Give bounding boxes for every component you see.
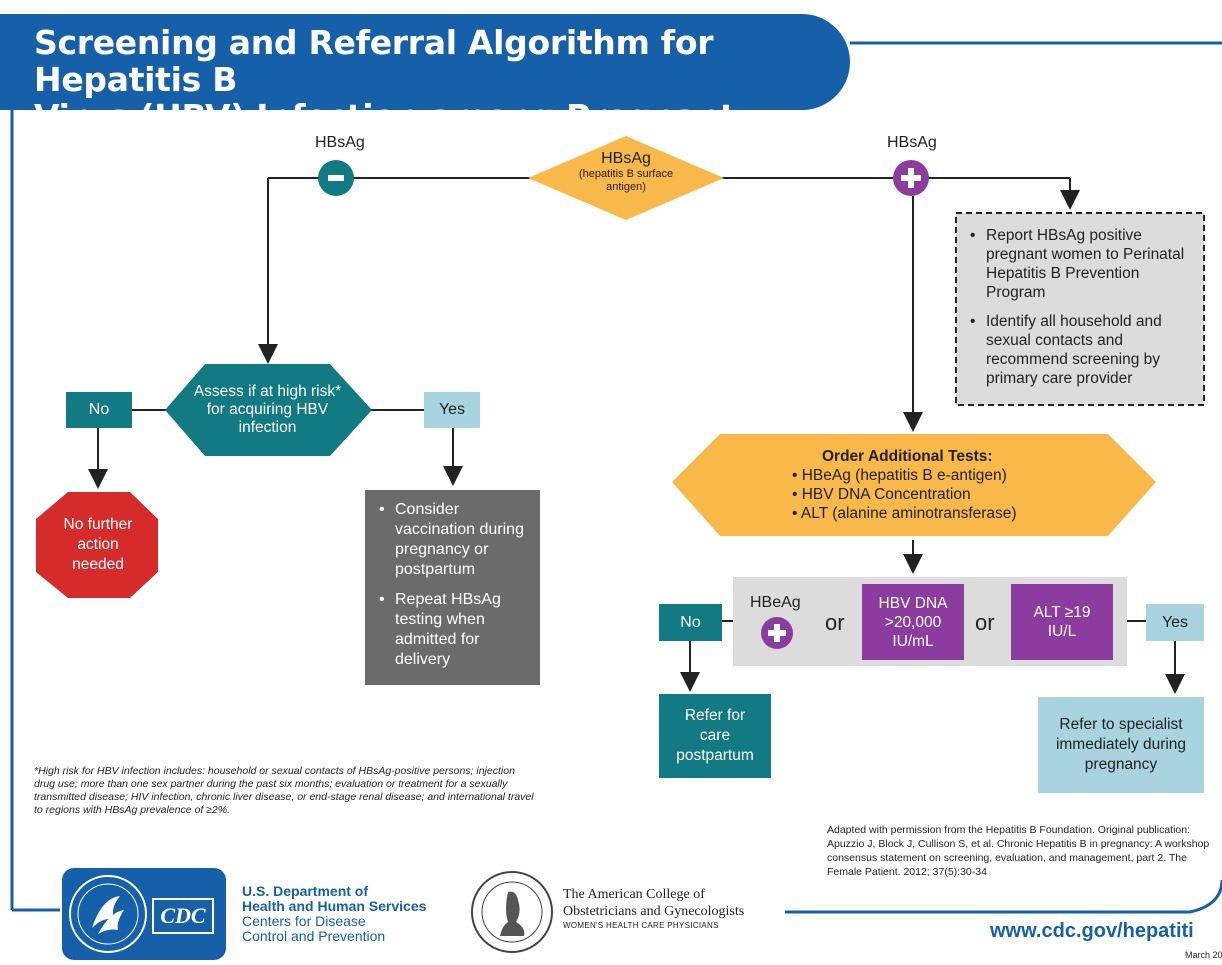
report-box: Report HBsAg positive pregnant women to … <box>968 226 1196 398</box>
consider-box: Consider vaccination during pregnancy or… <box>365 490 540 685</box>
page-title: Screening and Referral Algorithm for Hep… <box>34 24 834 172</box>
assess-hexagon <box>165 364 372 456</box>
assess-no-box: No <box>66 392 132 428</box>
adapted-credit: Adapted with permission from the Hepatit… <box>827 824 1210 878</box>
no-action-text: No further action needed <box>63 516 133 573</box>
title-line-1: Screening and Referral Algorithm for Hep… <box>34 23 714 99</box>
consider-item-1: Consider vaccination during pregnancy or… <box>377 500 532 580</box>
order-tests-hexagon <box>672 434 1156 536</box>
acog-line-3: WOMEN'S HEALTH CARE PHYSICIANS <box>563 921 719 930</box>
or-label-2: or <box>975 610 995 635</box>
acog-line-2: Obstetricians and Gynecologists <box>563 904 745 919</box>
hhs-line-4: Control and Prevention <box>242 928 386 944</box>
start-diamond <box>528 136 724 220</box>
title-banner <box>0 14 850 110</box>
or-label-1: or <box>825 610 845 635</box>
hhs-line-3: Centers for Disease <box>242 913 366 929</box>
cdc-logo-text: CDC <box>152 898 214 934</box>
order-tests-heading: Order Additional Tests: <box>822 448 993 465</box>
hhs-line-1: U.S. Department of <box>242 883 369 899</box>
hhs-text: U.S. Department of Health and Human Serv… <box>242 884 426 944</box>
report-item-2: Identify all household and sexual contac… <box>968 312 1196 388</box>
footnote: *High risk for HBV infection includes: h… <box>34 765 534 816</box>
date-label: March 201 <box>1185 950 1222 960</box>
negative-label: HBsAg <box>315 134 365 151</box>
acog-text: The American College of Obstetricians an… <box>563 886 744 932</box>
plus-icon <box>893 160 929 196</box>
hbeag-label: HBeAg <box>750 594 801 611</box>
hhs-line-2: Health and Human Services <box>242 898 427 914</box>
hhs-seal-icon <box>69 875 147 953</box>
order-tests-item-3: • ALT (alanine aminotransferase) <box>792 505 1017 522</box>
alt-box: ALT ≥19 IU/L <box>1011 584 1113 660</box>
order-tests-item-1: • HBeAg (hepatitis B e-antigen) <box>792 467 1007 484</box>
assess-text: Assess if at high risk* for acquiring HB… <box>193 383 342 436</box>
criteria-yes-box: Yes <box>1146 604 1204 641</box>
consider-item-2: Repeat HBsAg testing when admitted for d… <box>377 590 532 670</box>
hbv-dna-box: HBV DNA >20,000 IU/mL <box>862 584 964 660</box>
start-label: HBsAg <box>601 150 651 167</box>
title-line-2: Virus (HBV) Infection among Pregnant Wom… <box>34 97 736 173</box>
positive-label: HBsAg <box>887 134 937 151</box>
acog-seal-icon <box>471 871 553 953</box>
hbeag-plus-icon <box>761 617 793 649</box>
acog-line-1: The American College of <box>563 887 705 902</box>
order-tests: Order Additional Tests: • HBeAg (hepatit… <box>790 447 1090 523</box>
refer-specialist-box: Refer to specialist immediately during p… <box>1038 697 1204 793</box>
start-node: HBsAg (hepatitis B surface antigen) <box>560 150 692 194</box>
refer-postpartum-box: Refer for care postpartum <box>659 694 771 778</box>
criteria-no-box: No <box>659 604 722 641</box>
start-sublabel: (hepatitis B surface antigen) <box>578 168 674 193</box>
order-tests-item-2: • HBV DNA Concentration <box>792 486 971 503</box>
report-item-1: Report HBsAg positive pregnant women to … <box>968 226 1196 302</box>
assess-yes-box: Yes <box>424 392 480 428</box>
minus-icon <box>318 160 354 196</box>
hhs-cdc-logo: CDC <box>62 868 226 960</box>
no-action-octagon <box>36 492 158 598</box>
site-url-link[interactable]: www.cdc.gov/hepatiti <box>990 920 1194 942</box>
